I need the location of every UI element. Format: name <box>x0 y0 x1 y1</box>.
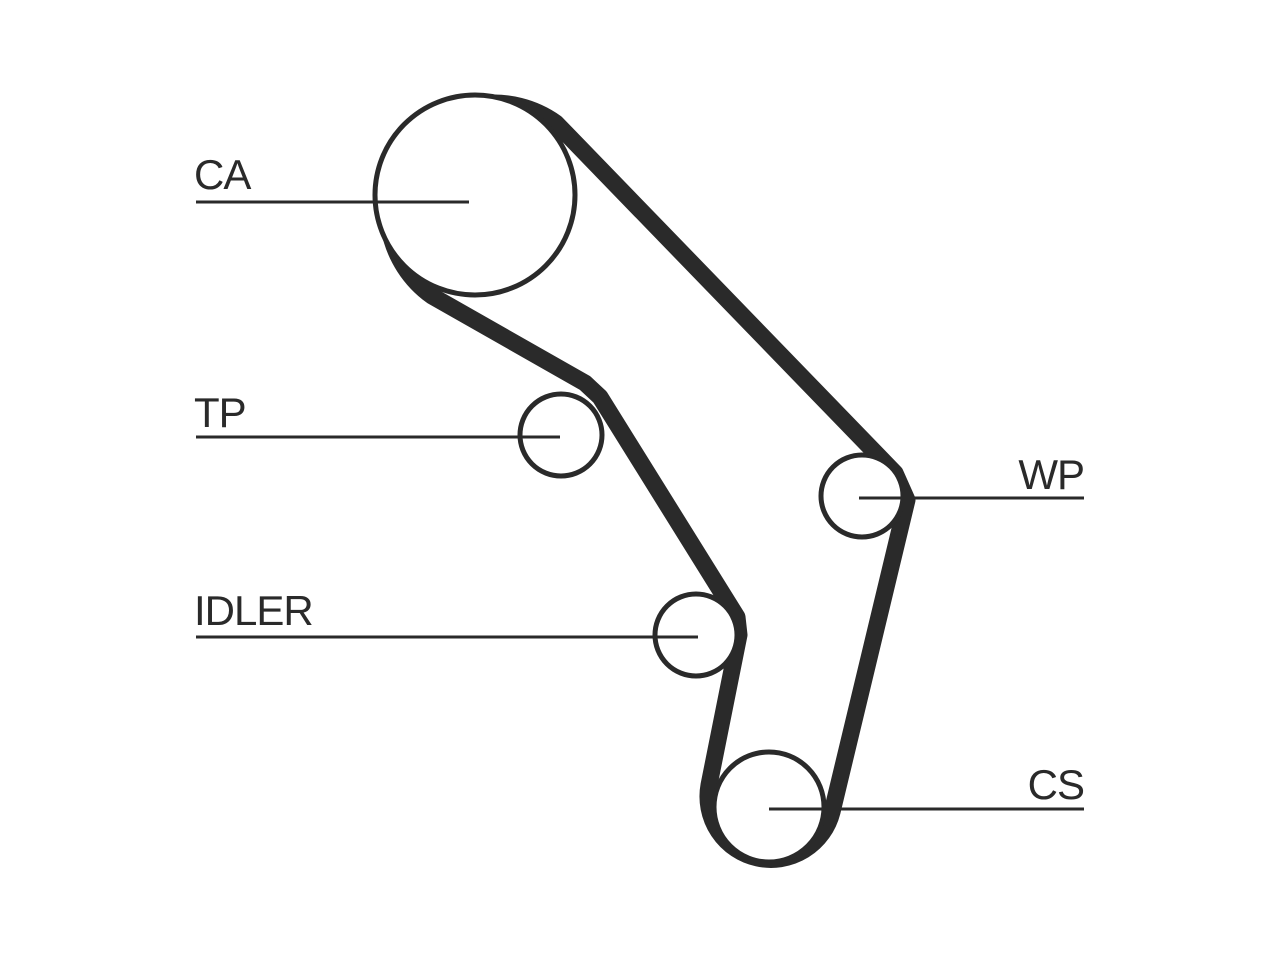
tp-label: TP <box>194 389 246 436</box>
wp-label: WP <box>1018 451 1084 498</box>
water-pump-pulley <box>818 452 906 540</box>
ca-label: CA <box>194 151 251 198</box>
camshaft-pulley <box>372 92 578 298</box>
idler-label: IDLER <box>194 587 313 634</box>
cs-label: CS <box>1028 761 1084 808</box>
crankshaft-pulley <box>711 749 827 865</box>
idler-pulley <box>652 591 740 679</box>
tensioner-pulley <box>517 391 605 479</box>
